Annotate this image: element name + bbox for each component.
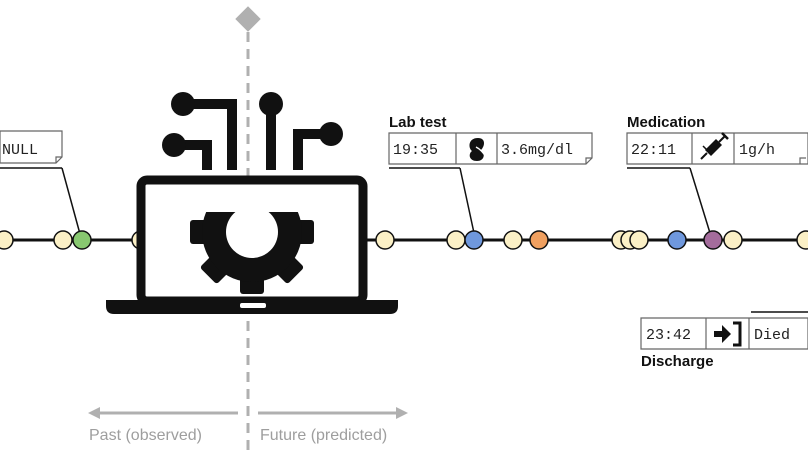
timeline-point <box>503 230 523 250</box>
past-arrow <box>88 407 238 419</box>
left-partial-value: NULL <box>2 142 38 159</box>
medication-title: Medication <box>627 114 705 131</box>
future-arrow <box>258 407 408 419</box>
laptop-gear-circuit-icon <box>106 92 398 314</box>
syringe-icon <box>700 132 729 160</box>
discharge-title: Discharge <box>641 353 714 370</box>
left-callout-pointer <box>61 167 81 235</box>
future-label: Future (predicted) <box>260 427 387 444</box>
divider-diamond-icon <box>235 6 261 32</box>
timeline-point <box>53 230 73 250</box>
discharge-time: 23:42 <box>646 327 691 344</box>
left-partial-callout: NULL <box>0 130 63 164</box>
medication-value: 1g/h <box>739 142 775 159</box>
medication-time: 22:11 <box>631 142 676 159</box>
timeline-point <box>0 230 14 250</box>
lab-test-callout: 19:35 3.6mg/dl <box>388 132 593 165</box>
timeline-point-blue <box>667 230 687 250</box>
timeline-point-purple <box>703 230 723 250</box>
med-callout-pointer <box>689 167 711 234</box>
lab-test-title: Lab test <box>389 114 447 131</box>
kidney-icon <box>469 138 487 161</box>
timeline-point-green <box>72 230 92 250</box>
timeline-point <box>629 230 649 250</box>
lab-test-value: 3.6mg/dl <box>501 142 573 159</box>
timeline-point-blue <box>464 230 484 250</box>
lab-test-time: 19:35 <box>393 142 438 159</box>
discharge-value: Died <box>754 327 790 344</box>
exit-arrow-icon <box>714 321 742 347</box>
timeline-point-orange <box>529 230 549 250</box>
timeline-point <box>723 230 743 250</box>
timeline-point <box>446 230 466 250</box>
timeline-point <box>796 230 808 250</box>
lab-callout-pointer <box>459 167 475 234</box>
past-label: Past (observed) <box>89 427 202 444</box>
timeline-point <box>375 230 395 250</box>
